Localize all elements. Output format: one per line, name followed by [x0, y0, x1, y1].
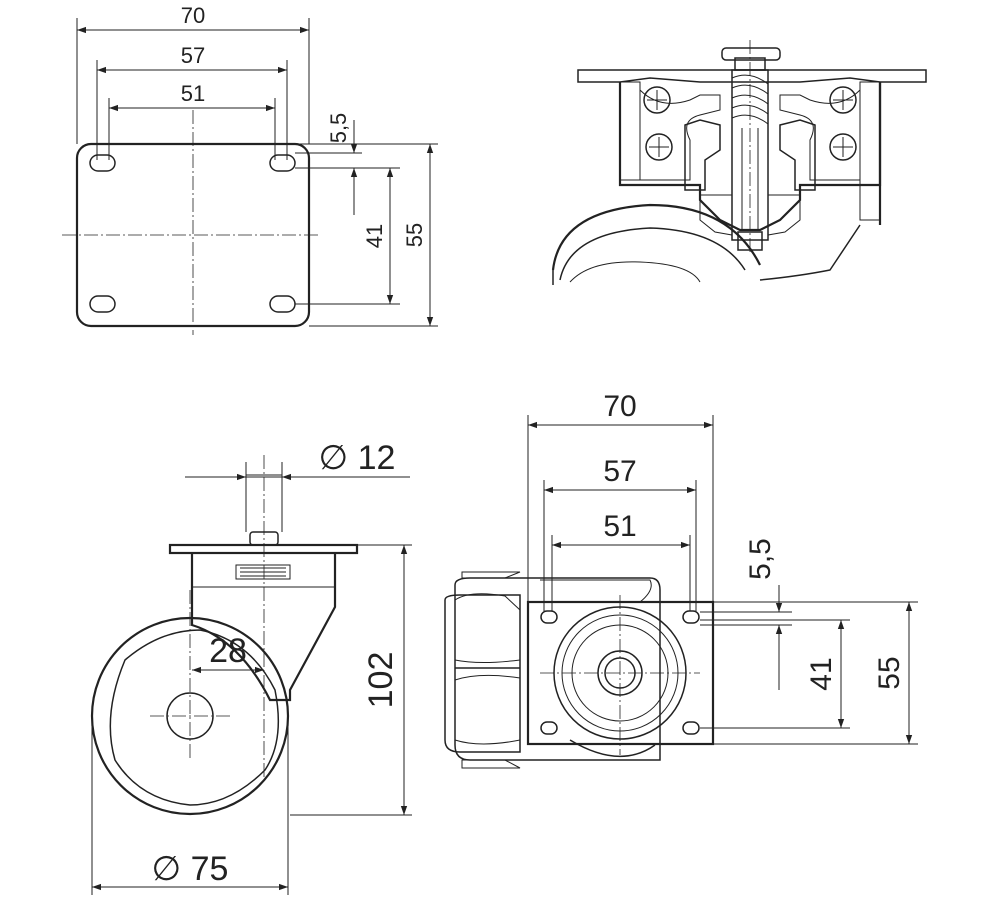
mounting-holes [89, 154, 296, 313]
bottom-mounting-holes [540, 610, 700, 735]
side-top-plate [168, 543, 359, 555]
bottom-view: 70 57 51 5,5 41 55 [444, 390, 918, 769]
dim-height-102: 102 [362, 652, 400, 709]
dim-offset-28: 28 [209, 632, 247, 670]
dim-spacing-51: 51 [181, 81, 205, 106]
bottom-dim-spacing-57: 57 [603, 455, 636, 488]
dim-width-70: 70 [181, 3, 205, 28]
brand-label-plate [235, 564, 291, 580]
bottom-plate [526, 600, 715, 746]
bottom-dim-slot-5-5: 5,5 [744, 538, 777, 580]
section-detail-view [551, 40, 927, 285]
dim-spacing-57: 57 [181, 43, 205, 68]
top-plate-view: 70 57 51 5,5 41 55 [62, 3, 438, 335]
bottom-dim-spacing-51: 51 [603, 510, 636, 543]
dim-slot-5-5: 5,5 [326, 113, 351, 144]
dim-spacing-41: 41 [362, 224, 387, 248]
bottom-dim-width-70: 70 [603, 390, 636, 423]
dim-bolt-diameter-12: ∅ 12 [319, 439, 396, 477]
side-view: ∅ 12 28 102 ∅ 75 [90, 439, 412, 895]
dim-wheel-diameter-75: ∅ 75 [152, 850, 229, 888]
dim-height-55: 55 [402, 223, 427, 247]
bottom-dim-spacing-41: 41 [805, 657, 838, 690]
bottom-dim-height-55: 55 [873, 656, 906, 689]
ball-bearings [643, 86, 857, 161]
